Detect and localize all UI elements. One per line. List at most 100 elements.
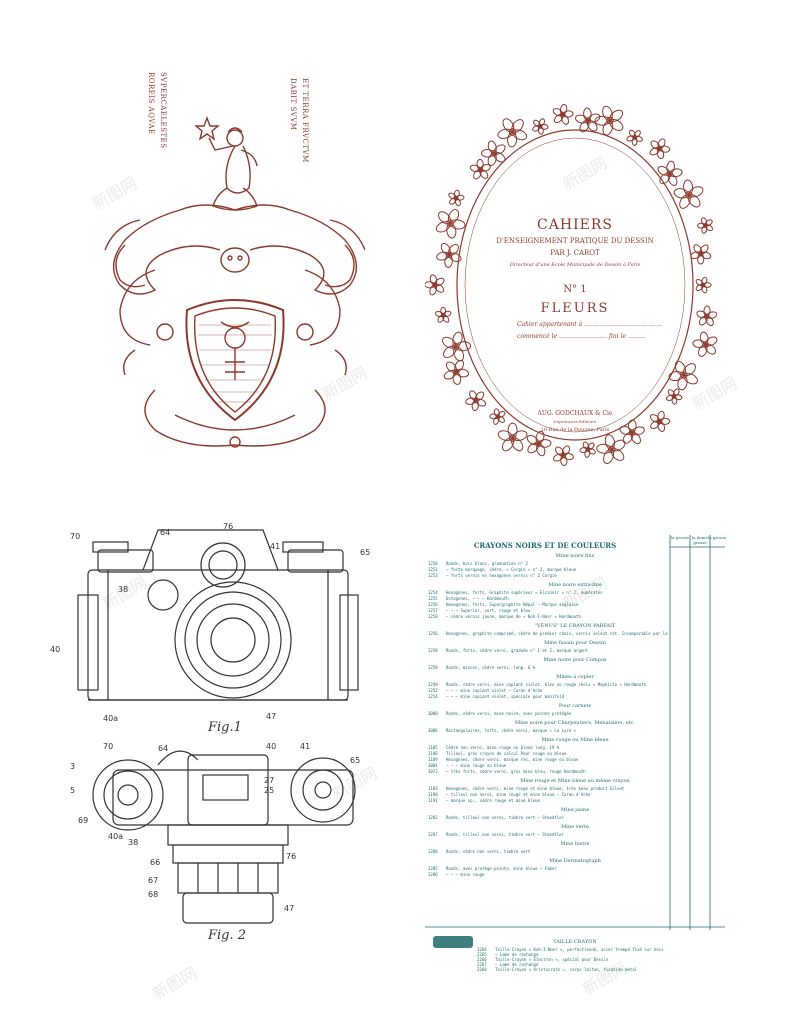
cahiers-subtitle: D'ENSEIGNEMENT PRATIQUE DU DESSIN (496, 237, 654, 245)
catalog-row-code: 1258 (428, 665, 438, 670)
catalog-row-code: 1249 (428, 682, 438, 687)
catalog-row-description: Hexagones, graphite comprimé, cèdre de p… (446, 631, 668, 636)
ref-41: 41 (270, 542, 281, 551)
catalog-row-description: Ronds, forts, cèdre verni, graduée n° 1 … (446, 648, 589, 653)
catalog-row-code: 1287 (428, 832, 438, 837)
catalog-row-code: 1288 (428, 849, 438, 854)
catalog-row-code: 1185 (428, 745, 438, 750)
catalog-section-label: Mine jaune (560, 807, 590, 813)
catalog-row-code: 1191 (428, 798, 438, 803)
catalog-row-code: 1186 (428, 751, 438, 756)
cahiers-publisher: AUG. GODCHAUX & Cie (537, 410, 613, 417)
ref-27: 27 (264, 776, 275, 785)
catalog-row-description: — très forts, cèdre verni, gros mine ble… (446, 769, 586, 774)
cahiers-floral-cover: CAHIERS D'ENSEIGNEMENT PRATIQUE DU DESSI… (425, 85, 725, 470)
catalog-row-description: Ronds, cèdre verni, mine noire, avec poi… (446, 711, 572, 716)
catalog-row-description: — forts vernis en hexagones vernis n° 2 … (446, 573, 557, 578)
catalog-row-description: — — — mine rouge (446, 872, 485, 877)
catalog-row: 1191— marque sp., cèdre rouge et mine bl… (428, 798, 668, 803)
ref-64: 64 (160, 528, 171, 537)
column-head: la grosse (707, 535, 727, 540)
motto-right-line2: DABIT SVVM (289, 78, 297, 131)
catalog-row-description: Ronds, tilleul non verni, timbre vert — … (446, 815, 565, 820)
catalog-row-code: 1258 (428, 614, 438, 619)
catalog-row: 1251 — forte marquage, cèdre, « Corgie » … (428, 567, 668, 572)
catalog-row-code: 1258 (428, 648, 438, 653)
catalog-row: 3004— — — mine rouge ou bleue (428, 763, 668, 768)
catalog-row-code: 1257 (428, 608, 438, 613)
catalog-row-description: — cèdre vernis jaune, marque de « Koh-I-… (446, 614, 581, 619)
catalog-row: 1258 — cèdre vernis jaune, marque de « Ko… (428, 614, 668, 619)
ref-47: 47 (284, 904, 295, 913)
catalog-row: 2267— Lame de rechange (477, 962, 667, 967)
catalog-row-code: 2266 (477, 957, 487, 962)
cahiers-address: 10 Rue de la Douane, Paris (540, 427, 610, 433)
catalog-row-description: — forte marquage, cèdre, « Corgie » n° 2… (446, 567, 577, 572)
cahiers-number: N° 1 (563, 284, 587, 295)
catalog-row: 1186 Tilleul, gros crayon de calcul Pour … (428, 751, 668, 756)
catalog-rules (425, 535, 725, 948)
catalog-row-code: 1256 (428, 602, 438, 607)
catalog-section-label: "VÉNUS" LE CRAYON PARFAIT (534, 623, 616, 629)
watermark: 新图网 (149, 963, 201, 1004)
catalog-row: 1258 Ronds, minces, cèdre verni, long. 6 … (428, 665, 668, 670)
catalog-row-code: 2268 (477, 967, 487, 972)
crest-drawing (104, 116, 366, 448)
ref-40: 40 (266, 742, 277, 751)
ref-41: 41 (300, 742, 311, 751)
cahiers-director: Directeur d'une Ecole Municipale de Dess… (509, 262, 641, 268)
catalog-row-code: 1256 (428, 631, 438, 636)
catalog-row-code: 1253 (428, 573, 438, 578)
figure-2-label: Fig. 2 (208, 928, 247, 943)
ref-5: 5 (70, 786, 76, 795)
catalog-row: 1252 — — — mine copiant violet — Caran d'… (428, 688, 668, 693)
catalog-row-description: Hexagones, cèdre verni, marque rec, mine… (446, 757, 579, 762)
catalog-row-code: 3073 (428, 769, 438, 774)
catalog-row-description: Tilleul, gros crayon de calcul Pour roug… (446, 751, 567, 756)
camera-patent-drawing: Fig.1 Fig. 2 70 64 76 41 65 38 40 40a 47… (48, 520, 378, 960)
ref-76: 76 (223, 522, 234, 531)
catalog-row: 1288 Ronds, cèdre non verni, timbre vert (428, 849, 668, 854)
catalog-row: 2265— Lame de rechange (477, 952, 667, 957)
catalog-section-label: Mine noire extra-fine (548, 582, 602, 588)
catalog-row-description: Taille-Crayon « Aristocrate », corps lai… (495, 967, 638, 972)
catalog-section-label: Mine Dermatograph (549, 858, 601, 864)
catalog-row-code: 3004 (428, 763, 438, 768)
catalog-row: 1257— — — Superior, vert, rouge et bleu (428, 608, 668, 613)
catalog-row-description: Rectangulaires, forts, cèdre verni, marq… (446, 728, 577, 733)
figure-1-label: Fig.1 (208, 720, 242, 735)
catalog-row-code: 3000 (428, 711, 438, 716)
catalog-row-description: Ronds, tilleul non verni, timbre vert — … (446, 832, 565, 837)
catalog-row-description: Ronds, minces, cèdre verni, long. 6 % (446, 665, 536, 670)
ref-68: 68 (148, 890, 159, 899)
cahiers-publisher-sub: Imprimeurs-Editeurs (553, 419, 597, 424)
catalog-row: 1254— — — mine copiant violet, spéciale … (428, 694, 668, 699)
catalog-row-description: Taille-Crayon « Koh-I-Noor », perfection… (495, 947, 664, 952)
catalog-section-label: TAILLE-CRAYON (553, 939, 597, 945)
catalog-section-label: Pour carnets (558, 703, 592, 709)
ref-38: 38 (118, 585, 129, 594)
catalog-row-code: 1251 (428, 567, 438, 572)
ref-64: 64 (158, 744, 169, 753)
catalog-row-code: 1282 (428, 815, 438, 820)
column-head: la grosse (670, 535, 690, 540)
cahiers-owner-line: Cahier appartenant à ………………………………… (517, 321, 663, 328)
catalog-row-description: Octogones, — — — Hardmouth (446, 596, 509, 601)
catalog-row-code: 1252 (428, 688, 438, 693)
catalog-row-description: — — — mine copiant violet — Caran d'Ache (446, 688, 543, 693)
catalog-row-code: 2267 (477, 962, 487, 967)
catalog-row: 1190— tilleul non verni, mine rouge et m… (428, 792, 668, 797)
catalog-row-code: 1254 (428, 694, 438, 699)
catalog-row: 1286— — — mine rouge (428, 872, 668, 877)
catalog-row-description: Ronds, cèdre non verni, timbre vert (446, 849, 531, 854)
catalog-row: 1253 — forts vernis en hexagones vernis n… (428, 573, 668, 578)
cahiers-title: CAHIERS (537, 217, 613, 233)
catalog-section-label: Mine rouge et Mine bleue au même crayon (520, 778, 630, 784)
